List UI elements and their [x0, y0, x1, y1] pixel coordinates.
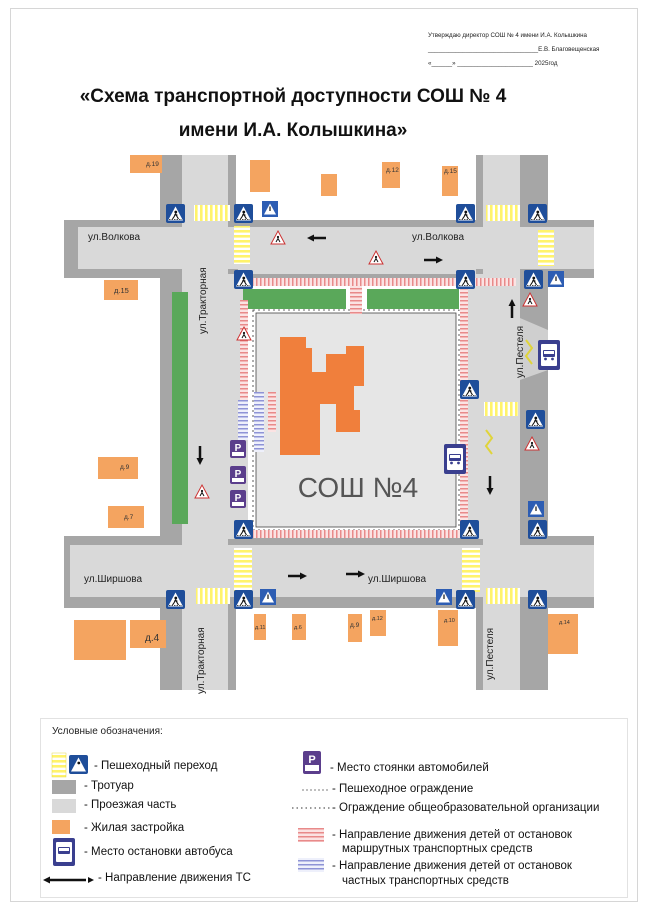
- legend-crossing: - Пешеходный переход: [94, 760, 218, 772]
- legend-route-public-2: маршрутных транспортных средств: [342, 843, 533, 855]
- bus-stop-icon: [538, 340, 560, 370]
- school-label: СОШ №4: [298, 472, 418, 503]
- legend-pedestrian-sign: [69, 755, 88, 774]
- svg-text:д.9: д.9: [120, 464, 130, 471]
- title-line-1: «Схема транспортной доступности СОШ № 4: [79, 86, 507, 107]
- crosswalks: [194, 205, 554, 604]
- house-numbers: д.19 д.12 д.15 д.15 д.9 д.7 д.4 д.11 д.6…: [114, 161, 570, 644]
- legend-route-private-1: - Направление движения детей от останово…: [332, 860, 572, 872]
- svg-text:P: P: [308, 754, 315, 766]
- svg-text:ул.Тракторная: ул.Тракторная: [198, 267, 209, 334]
- svg-text:ул.Пестеля: ул.Пестеля: [515, 326, 526, 378]
- parking-icons: [230, 440, 246, 508]
- approval-line-1: Утверждаю директор СОШ № 4 имени И.А. Ко…: [428, 32, 587, 39]
- bus-stop-zigzag-2: [484, 429, 494, 455]
- legend-title: Условные обозначения:: [52, 726, 163, 737]
- title-line-2: имени И.А. Колышкина»: [178, 120, 408, 141]
- svg-text:д.9: д.9: [350, 622, 360, 629]
- transport-map: P СОШ №4: [64, 155, 594, 694]
- route-private-transport: [238, 392, 264, 452]
- school-building: [280, 337, 364, 455]
- school-fence: [252, 309, 460, 531]
- svg-text:ул.Волкова: ул.Волкова: [88, 232, 140, 243]
- svg-text:д.14: д.14: [559, 620, 570, 626]
- bus-stop-zigzag: [524, 339, 534, 365]
- svg-text:д.10: д.10: [444, 618, 455, 624]
- bus-stop-icon: [444, 444, 466, 474]
- svg-text:ул.Пестеля: ул.Пестеля: [485, 628, 496, 680]
- legend-bus-stop: - Место остановки автобуса: [84, 846, 233, 858]
- approval-line-3: «______» ______________________ 2025год: [428, 60, 558, 67]
- svg-text:ул.Ширшова: ул.Ширшова: [368, 574, 426, 585]
- legend-route-public-1: - Направление движения детей от останово…: [332, 829, 572, 841]
- legend-roadway: - Проезжая часть: [84, 799, 177, 811]
- svg-text:ул.Волкова: ул.Волкова: [412, 232, 464, 243]
- legend-parking: - Место стоянки автомобилей: [330, 762, 489, 774]
- legend-parking-icon: P: [303, 751, 321, 774]
- legend-traffic: - Направление движения ТС: [98, 872, 251, 884]
- svg-text:д.4: д.4: [145, 633, 160, 644]
- svg-text:д.6: д.6: [294, 625, 302, 631]
- svg-text:д.15: д.15: [444, 168, 457, 175]
- svg-text:д.19: д.19: [146, 161, 159, 168]
- legend-school-fence: - Ограждение общеобразовательной организ…: [332, 802, 600, 814]
- legend-sidewalk: - Тротуар: [84, 780, 134, 792]
- svg-text:ул.Тракторная: ул.Тракторная: [196, 627, 207, 694]
- svg-text:д.15: д.15: [114, 286, 129, 295]
- legend-box: [40, 718, 628, 898]
- housing: [74, 155, 578, 660]
- green-zone-left: [172, 292, 188, 524]
- approval-line-2: ________________________________Е.В. Бла…: [428, 46, 600, 53]
- legend-ped-fence: - Пешеходное ограждение: [332, 783, 474, 795]
- legend-bus-icon: [53, 838, 75, 866]
- svg-text:д.11: д.11: [255, 625, 265, 631]
- street-names: ул.Волкова ул.Волкова ул.Ширшова ул.Ширш…: [84, 232, 526, 694]
- legend-route-private-2: частных транспортных средств: [342, 875, 509, 887]
- green-zone-top-right: [367, 289, 459, 309]
- legend-housing: - Жилая застройка: [84, 822, 185, 834]
- svg-text:ул.Ширшова: ул.Ширшова: [84, 574, 142, 585]
- svg-text:д.7: д.7: [124, 514, 134, 521]
- svg-text:д.12: д.12: [386, 167, 399, 174]
- route-public-transport: [238, 278, 516, 538]
- green-zone-top-left: [243, 289, 346, 309]
- svg-text:д.12: д.12: [372, 616, 383, 622]
